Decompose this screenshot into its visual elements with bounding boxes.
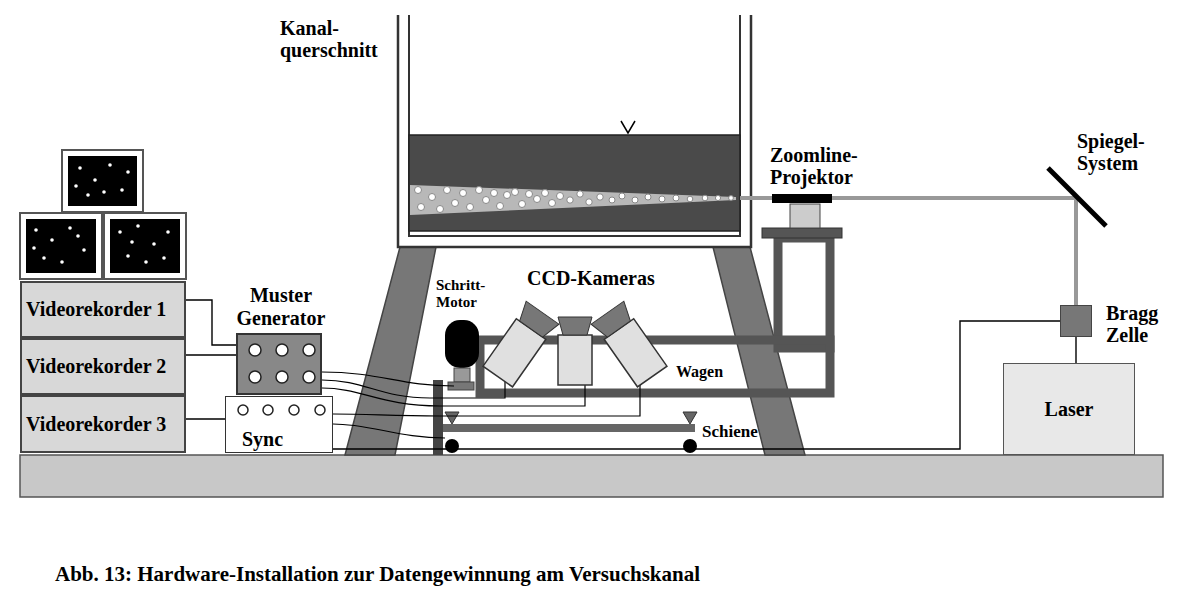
wheel-bracket: [683, 412, 697, 424]
connector-socket: [238, 405, 325, 415]
wheel-bracket: [445, 412, 459, 424]
canal-wall: [409, 15, 740, 236]
monitor: [20, 213, 102, 279]
cable-connector: [186, 300, 236, 345]
cable-connector: [186, 418, 225, 419]
wheel: [683, 439, 697, 453]
cable-connector: [1075, 337, 1076, 363]
node-label: Bragg Zelle: [1106, 302, 1172, 347]
canal-leg: [345, 247, 436, 455]
node-label: Videorekorder 1: [26, 298, 166, 320]
node-label: Laser: [1045, 398, 1094, 420]
node-label: Videorekorder 3: [26, 413, 166, 435]
motor-mount: [454, 368, 470, 382]
ccd-camera: [558, 317, 592, 385]
projector-plate: [762, 228, 842, 238]
pattern-generator: Muster Generator: [236, 333, 322, 395]
carriage-post: [433, 380, 443, 455]
sync-panel: [225, 396, 333, 453]
water: [409, 135, 740, 231]
wheel: [445, 439, 459, 453]
laser-beam: [740, 198, 1076, 305]
base-platform: [20, 455, 1163, 497]
video-recorder: Videorekorder 3: [20, 395, 186, 453]
video-recorder: Videorekorder 1: [20, 281, 186, 338]
ccd-camera: [591, 301, 669, 388]
connector-socket: [249, 344, 315, 383]
part-label: Schiene: [702, 422, 782, 441]
monitor: [104, 213, 186, 279]
cable-connector: [333, 321, 1060, 449]
part-label: Zoomline- Projektor: [770, 144, 888, 189]
node-label: Videorekorder 2: [26, 355, 166, 377]
projector-body: [790, 204, 820, 228]
node-label: Muster Generator: [224, 284, 338, 329]
part-label: Schritt- Motor: [436, 277, 500, 311]
rail: [443, 424, 695, 432]
sync-unit: Sync: [225, 396, 333, 453]
part-label: Spiegel- System: [1077, 130, 1173, 175]
monitor: [62, 150, 143, 212]
mirror: [1048, 168, 1106, 226]
cable-connector: [186, 354, 236, 355]
tracer-particles: [415, 187, 734, 213]
part-label: Wagen: [676, 363, 746, 381]
light-sheet: [410, 185, 736, 215]
laser-unit: Laser: [1003, 363, 1135, 455]
bragg-cell: Bragg Zelle: [1060, 305, 1092, 337]
projector-optics: [772, 194, 832, 203]
projector-stand: [778, 238, 830, 348]
pattern-generator-panel: [236, 333, 322, 395]
video-recorder: Videorekorder 2: [20, 338, 186, 395]
part-label: Kanal- querschnitt: [280, 17, 396, 62]
canal-wall: [398, 15, 751, 247]
figure-caption: Abb. 13: Hardware-Installation zur Daten…: [55, 563, 700, 587]
ccd-camera: [481, 301, 559, 388]
part-label: CCD-Kameras: [527, 267, 677, 289]
stepper-motor: [445, 320, 479, 368]
node-label: Sync: [242, 428, 283, 450]
water-level-symbol: [621, 121, 635, 133]
